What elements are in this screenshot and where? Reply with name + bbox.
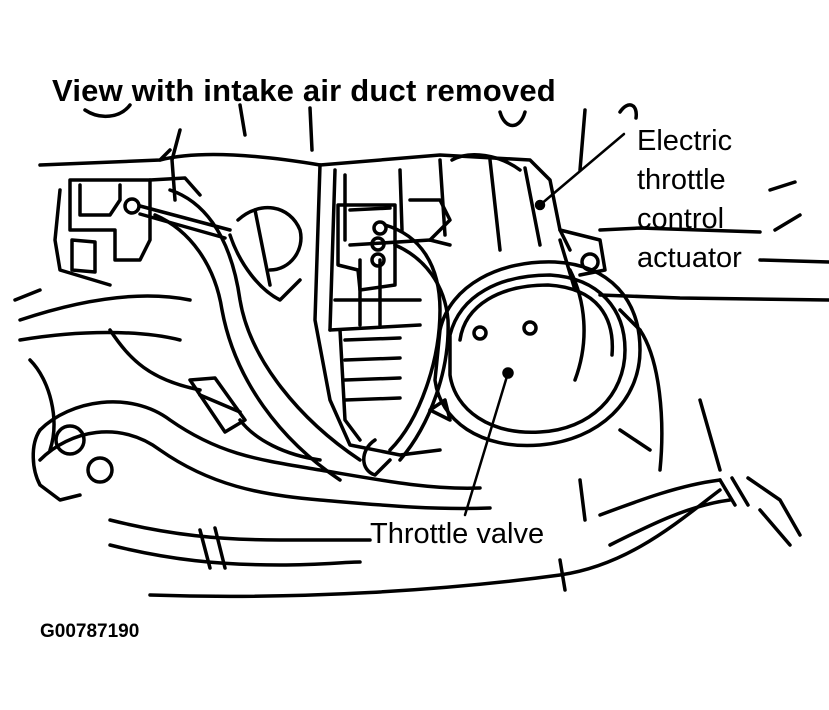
- hose-group-left: [31, 188, 492, 511]
- diagram-title: View with intake air duct removed: [52, 73, 556, 108]
- actuator-label-line: throttle: [637, 164, 726, 196]
- throttle-body: [313, 153, 607, 457]
- actuator-label-line: control: [637, 203, 725, 235]
- hose-group-bottom: [108, 428, 802, 599]
- leader-lines: [463, 132, 626, 517]
- actuator-label-line: Electric: [637, 125, 733, 157]
- throttle-valve: [428, 260, 642, 448]
- left-bracket: [68, 176, 232, 262]
- actuator-label-line: actuator: [637, 242, 742, 274]
- actuator-leader-line: [538, 132, 626, 207]
- throttle-valve-label: Throttle valve: [370, 518, 545, 550]
- valve-leader-line: [463, 371, 510, 517]
- actuator-label: Electric throttle control actuator: [637, 122, 742, 278]
- actuator-connector: [336, 203, 450, 477]
- actuator-leader-dot: [534, 199, 546, 211]
- figure-id: G00787190: [40, 621, 140, 642]
